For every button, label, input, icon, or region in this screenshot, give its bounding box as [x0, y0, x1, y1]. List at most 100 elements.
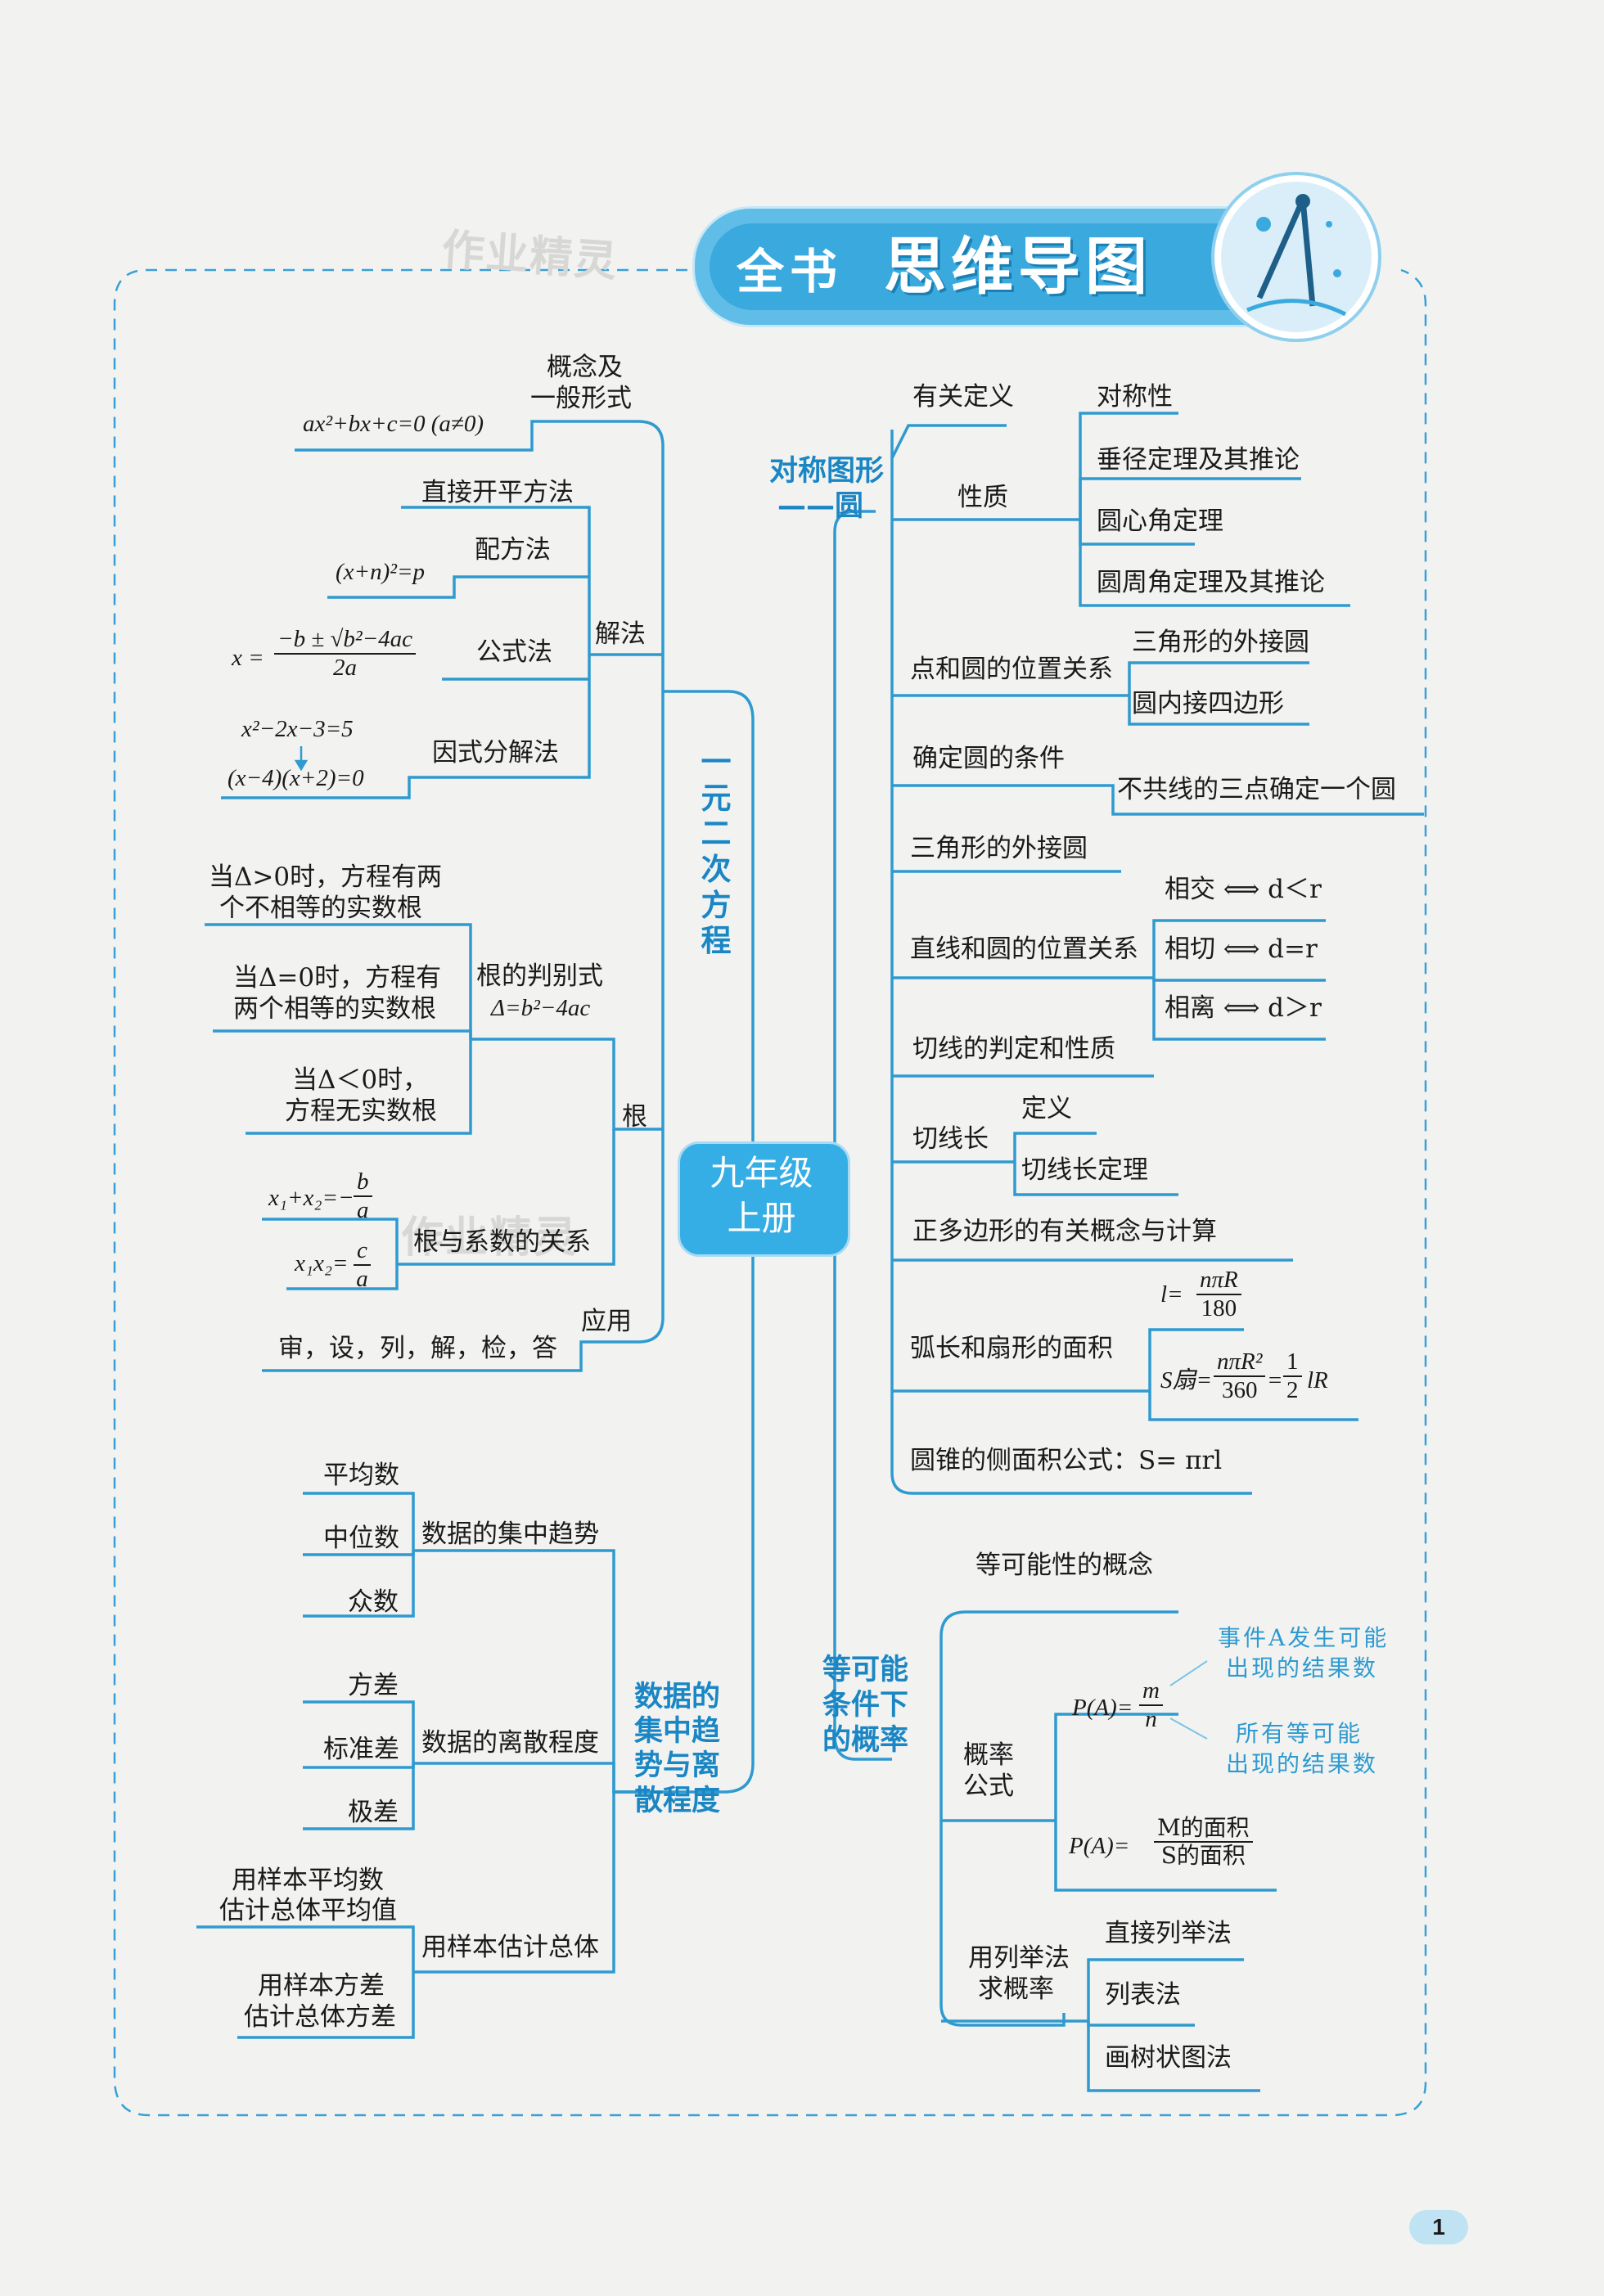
list-method-2: 求概率 — [978, 1977, 1054, 2002]
table-method: 列表法 — [1105, 1983, 1181, 2008]
point-circle: 点和圆的位置关系 — [910, 657, 1113, 682]
arc-len-lhs: l= — [1160, 1283, 1183, 1307]
watermark-top: 作业精灵 — [440, 215, 621, 289]
geo-prob-num: M的面积 — [1154, 1815, 1253, 1843]
circle-title-2: ——圆 — [777, 489, 863, 524]
pos-disc-1: 当Δ>0时，方程有两 — [209, 865, 442, 890]
apply-steps: 审，设，列，解，检，答 — [278, 1336, 557, 1362]
classic-prob-den: n — [1145, 1706, 1157, 1733]
variance: 方差 — [348, 1673, 399, 1699]
zero-disc-2: 两个相等的实数根 — [233, 997, 436, 1022]
general-form: ax²+bx+c=0 (a≠0) — [303, 412, 484, 436]
arc-len-frac: nπR 180 — [1196, 1267, 1241, 1323]
stats-title-1: 数据的 — [634, 1680, 720, 1714]
related-defs: 有关定义 — [912, 385, 1014, 410]
tree-method: 画树状图法 — [1105, 2046, 1232, 2071]
vieta-sum-den: a — [357, 1197, 369, 1224]
note-n-1: 所有等可能 — [1236, 1722, 1363, 1745]
properties: 性质 — [957, 485, 1008, 511]
vieta-prod-lhs: x₁x₂= — [295, 1252, 348, 1276]
concept-label2: 一般形式 — [530, 386, 632, 412]
tri-circumcircle-a: 三角形的外接圆 — [1132, 630, 1309, 655]
symmetry: 对称性 — [1097, 385, 1173, 410]
three-points: 不共线的三点确定一个圆 — [1117, 777, 1396, 803]
note-m-1: 事件A发生可能 — [1218, 1627, 1389, 1650]
range: 极差 — [348, 1800, 399, 1826]
discriminant-formula: Δ=b²−4ac — [491, 997, 590, 1020]
central-angle: 圆心角定理 — [1097, 509, 1223, 534]
concept-label1: 概念及 — [547, 355, 623, 380]
compass-icon — [1211, 172, 1381, 342]
discriminant-label: 根的判别式 — [476, 964, 603, 989]
sector-eq: = — [1267, 1369, 1283, 1393]
neg-disc-1: 当Δ＜0时， — [292, 1068, 428, 1093]
direct-list: 直接列举法 — [1105, 1921, 1232, 1947]
complete-square: 配方法 — [475, 538, 551, 563]
regular-polygon: 正多边形的有关概念与计算 — [912, 1219, 1217, 1245]
prob-title-1: 等可能 — [822, 1653, 908, 1687]
classic-prob-lhs: P(A)= — [1072, 1696, 1133, 1720]
quadratic-formula-den: 2a — [333, 655, 357, 682]
note-m-2: 出现的结果数 — [1226, 1657, 1378, 1680]
sample-var-1: 用样本方差 — [258, 1974, 385, 1999]
vieta-sum-lhs: x₁+x₂=− — [268, 1186, 354, 1210]
perp-diameter: 垂径定理及其推论 — [1097, 448, 1300, 473]
center-line2: 上册 — [678, 1201, 845, 1236]
eq-title: 一元二次方程 — [700, 745, 732, 959]
quadratic-formula-lhs: x = — [232, 646, 264, 670]
stats-title-3: 势与离 — [634, 1749, 720, 1783]
stats-title-4: 散程度 — [634, 1784, 720, 1818]
prob-title-3: 的概率 — [822, 1723, 908, 1758]
list-method-1: 用列举法 — [968, 1946, 1070, 1971]
arc-len-num: nπR — [1196, 1267, 1241, 1295]
sector-den: 360 — [1222, 1377, 1258, 1404]
geo-prob-den: S的面积 — [1161, 1843, 1246, 1869]
solve-label: 解法 — [595, 622, 646, 647]
geo-prob-frac: M的面积 S的面积 — [1154, 1815, 1253, 1869]
classic-prob-num: m — [1139, 1677, 1163, 1706]
sector-half-den: 2 — [1286, 1377, 1299, 1404]
tangent-judge: 切线的判定和性质 — [912, 1037, 1115, 1062]
banner-shu: 书 — [790, 248, 837, 295]
sector-tail: lR — [1307, 1369, 1328, 1393]
sector-half: 1 2 — [1283, 1348, 1302, 1405]
neg-disc-2: 方程无实数根 — [285, 1099, 437, 1124]
banner-quan: 全 — [737, 248, 784, 295]
center-line1: 九年级 — [678, 1156, 845, 1191]
tri-circumcircle-b: 三角形的外接圆 — [910, 836, 1088, 862]
banner-title: 思维导图 — [884, 236, 1152, 298]
equal-likelihood: 等可能性的概念 — [975, 1553, 1153, 1578]
direct-root: 直接开平方法 — [421, 480, 574, 506]
note-n-2: 出现的结果数 — [1226, 1753, 1378, 1776]
mean: 平均数 — [323, 1463, 399, 1488]
vieta-prod-den: a — [356, 1266, 368, 1293]
sector-lhs: S扇= — [1160, 1369, 1212, 1393]
median: 中位数 — [323, 1526, 399, 1551]
tangent-length: 切线长 — [912, 1127, 989, 1152]
page-number: 1 — [1409, 2210, 1468, 2244]
sample-mean-2: 估计总体平均值 — [219, 1898, 397, 1924]
tangent: 相切 ⟺ d=r — [1165, 937, 1318, 962]
sector-num: nπR² — [1214, 1348, 1265, 1377]
apply-label: 应用 — [581, 1309, 632, 1335]
sector-half-num: 1 — [1283, 1348, 1302, 1377]
quadratic-formula: −b ± √b²−4ac 2a — [274, 626, 416, 682]
classic-prob-frac: m n — [1139, 1677, 1163, 1734]
separate: 相离 ⟺ d＞r — [1165, 996, 1322, 1021]
cone-area: 圆锥的侧面积公式：S= πrl — [910, 1448, 1222, 1474]
formula-method: 公式法 — [476, 640, 552, 665]
tangent-thm: 切线长定理 — [1021, 1158, 1148, 1183]
vieta-sum-num: b — [354, 1168, 372, 1197]
zero-disc-1: 当Δ=0时，方程有 — [233, 966, 441, 991]
intersect: 相交 ⟺ d＜r — [1165, 877, 1322, 903]
factor-method: 因式分解法 — [432, 741, 559, 766]
determine-circle: 确定圆的条件 — [912, 746, 1065, 772]
prob-title-2: 条件下 — [822, 1688, 908, 1722]
geo-prob-lhs: P(A)= — [1069, 1835, 1129, 1858]
pos-disc-2: 个不相等的实数根 — [219, 896, 422, 921]
prob-formula-1: 概率 — [963, 1743, 1014, 1768]
stats-title-2: 集中趋 — [634, 1714, 720, 1749]
sample-estimate: 用样本估计总体 — [421, 1935, 599, 1961]
mode: 众数 — [348, 1590, 399, 1615]
